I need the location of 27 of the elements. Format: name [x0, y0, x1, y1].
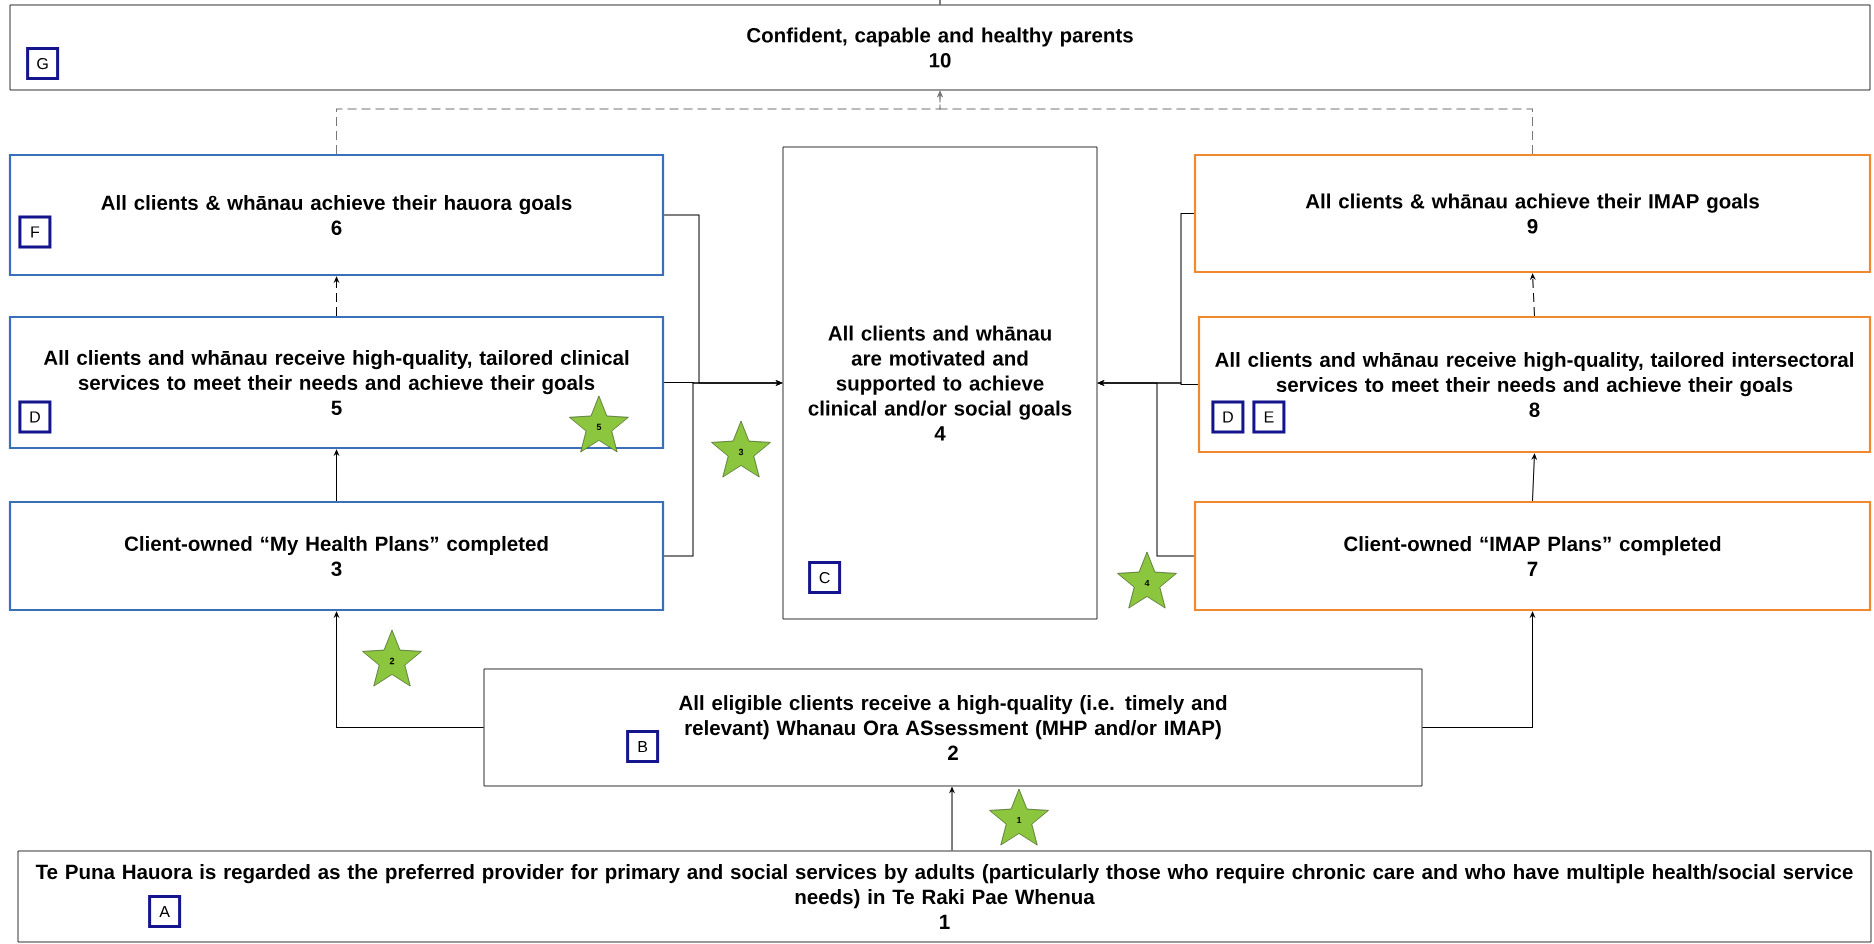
arrow — [1531, 453, 1537, 502]
star: 1 — [989, 788, 1049, 846]
letter-box: A — [148, 895, 182, 929]
star: 5 — [569, 395, 629, 453]
arrow — [1530, 273, 1536, 317]
arrow — [334, 449, 339, 502]
letter-box: G — [26, 47, 60, 81]
arrow — [334, 276, 339, 317]
letter-box: D — [18, 400, 52, 434]
letter-box: C — [808, 561, 842, 595]
arrow — [937, 91, 1533, 155]
letter-box: D — [1211, 400, 1245, 434]
arrow — [1098, 380, 1195, 557]
outcome-box: All clients & whānau achieve their IMAP goals 9 — [1193, 153, 1872, 274]
outcome-box: Client-owned “IMAP Plans” completed 7 — [1193, 500, 1872, 612]
arrow — [334, 611, 485, 728]
arrow — [949, 787, 955, 852]
connector-line — [939, 0, 941, 6]
star: 2 — [362, 629, 422, 687]
letter-box: E — [1252, 400, 1286, 434]
outcome-box: Client-owned “My Health Plans” completed 3 — [8, 500, 665, 612]
star: 4 — [1117, 551, 1177, 609]
letter-box: F — [18, 215, 52, 249]
star: 3 — [711, 420, 771, 478]
arrow — [663, 380, 782, 557]
arrow — [1421, 611, 1535, 728]
letter-box: B — [626, 730, 660, 764]
